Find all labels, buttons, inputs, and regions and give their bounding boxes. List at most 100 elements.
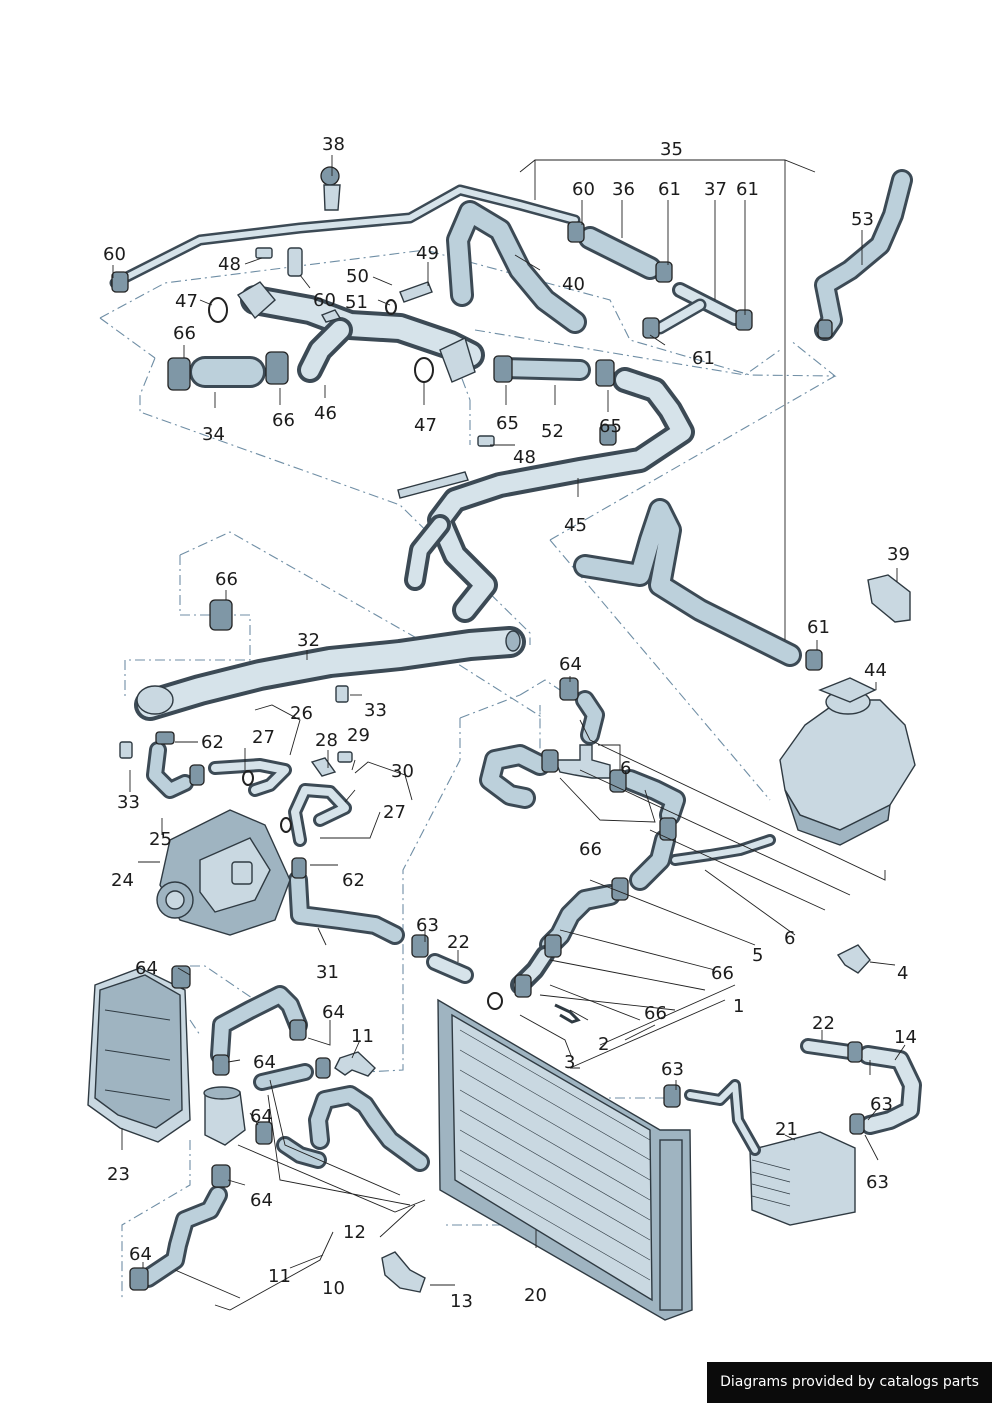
attribution-footer: Diagrams provided by catalogs parts (707, 1362, 992, 1403)
callout-66: 66 (711, 963, 734, 984)
callout-4: 4 (897, 963, 908, 984)
callout-44: 44 (864, 660, 887, 681)
hose-clamps (111, 166, 865, 1291)
callout-29: 29 (347, 725, 370, 746)
callout-52: 52 (541, 421, 564, 442)
callout-49: 49 (416, 243, 439, 264)
callout-64: 64 (135, 958, 158, 979)
callout-60: 60 (103, 244, 126, 265)
callout-25: 25 (149, 829, 172, 850)
callout-63: 63 (870, 1094, 893, 1115)
callout-22: 22 (812, 1013, 835, 1034)
callout-40: 40 (562, 274, 585, 295)
hose-52 (494, 357, 591, 381)
hose-40 (446, 200, 587, 334)
callout-62: 62 (201, 732, 224, 753)
callout-26: 26 (290, 703, 313, 724)
callout-27: 27 (383, 802, 406, 823)
callout-30: 30 (391, 761, 414, 782)
callout-51: 51 (345, 292, 368, 313)
callout-6: 6 (784, 928, 795, 949)
callout-64: 64 (559, 654, 582, 675)
expansion-tank-44 (779, 677, 916, 846)
generator-24 (156, 809, 291, 936)
callout-21: 21 (775, 1119, 798, 1140)
callout-63: 63 (416, 915, 439, 936)
callout-3: 3 (564, 1052, 575, 1073)
callout-20: 20 (524, 1285, 547, 1306)
callout-47: 47 (414, 415, 437, 436)
clip-4 (836, 944, 871, 974)
callout-32: 32 (297, 630, 320, 651)
callout-65: 65 (496, 413, 519, 434)
callout-66: 66 (579, 839, 602, 860)
callout-62: 62 (342, 870, 365, 891)
hose-53 (814, 169, 913, 341)
callout-33: 33 (364, 700, 387, 721)
callout-38: 38 (322, 134, 345, 155)
pipe-37 (653, 282, 743, 335)
callout-47: 47 (175, 291, 198, 312)
callout-48: 48 (513, 447, 536, 468)
leader-lines (112, 155, 906, 1311)
callout-63: 63 (866, 1172, 889, 1193)
clip-13 (381, 1251, 426, 1293)
hose-31 (288, 870, 405, 945)
callout-11: 11 (351, 1026, 374, 1047)
callout-50: 50 (346, 266, 369, 287)
hose-group-lower-left (138, 985, 430, 1288)
callout-23: 23 (107, 1164, 130, 1185)
callout-5: 5 (752, 945, 763, 966)
callout-1: 1 (733, 996, 744, 1017)
callout-11: 11 (268, 1266, 291, 1287)
callout-33: 33 (117, 792, 140, 813)
callout-46: 46 (314, 403, 337, 424)
callout-6: 6 (620, 758, 631, 779)
callout-48: 48 (218, 254, 241, 275)
hose-61-long (573, 498, 802, 667)
callout-35: 35 (660, 139, 683, 160)
radiator-20 (437, 998, 693, 1321)
hose-36 (578, 226, 662, 280)
hose-14 (858, 1045, 922, 1135)
spring-clip-2 (554, 1003, 581, 1024)
callout-37: 37 (704, 179, 727, 200)
callout-64: 64 (129, 1244, 152, 1265)
callout-64: 64 (253, 1052, 276, 1073)
callout-36: 36 (612, 179, 635, 200)
callout-22: 22 (447, 932, 470, 953)
oil-cooler-23 (87, 967, 191, 1143)
callout-61: 61 (658, 179, 681, 200)
callout-labels: 38 35 60 36 61 37 61 53 60 48 49 50 40 6… (103, 134, 917, 1312)
callout-66: 66 (215, 569, 238, 590)
callout-27: 27 (252, 727, 275, 748)
callout-63: 63 (661, 1059, 684, 1080)
callout-45: 45 (564, 515, 587, 536)
t-piece-11 (334, 1051, 376, 1077)
callout-60: 60 (313, 290, 336, 311)
pipe-32 (134, 626, 526, 721)
callout-64: 64 (322, 1002, 345, 1023)
assembly-outlines (95, 249, 837, 1300)
callout-12: 12 (343, 1222, 366, 1243)
callout-64: 64 (250, 1106, 273, 1127)
callout-31: 31 (316, 962, 339, 983)
pipe-22 (426, 953, 858, 1060)
filter-canister (203, 1086, 246, 1146)
callout-13: 13 (450, 1291, 473, 1312)
callout-66: 66 (173, 323, 196, 344)
coolant-pipe-upper (109, 184, 581, 289)
callout-34: 34 (202, 424, 225, 445)
callout-61: 61 (807, 617, 830, 638)
callout-65: 65 (599, 416, 622, 437)
callout-39: 39 (887, 544, 910, 565)
callout-61: 61 (736, 179, 759, 200)
callout-2: 2 (598, 1034, 609, 1055)
coolant-flange-46 (236, 247, 485, 383)
callout-66: 66 (272, 410, 295, 431)
callout-53: 53 (851, 209, 874, 230)
pipe-45 (397, 367, 695, 623)
clip-39 (867, 574, 911, 623)
